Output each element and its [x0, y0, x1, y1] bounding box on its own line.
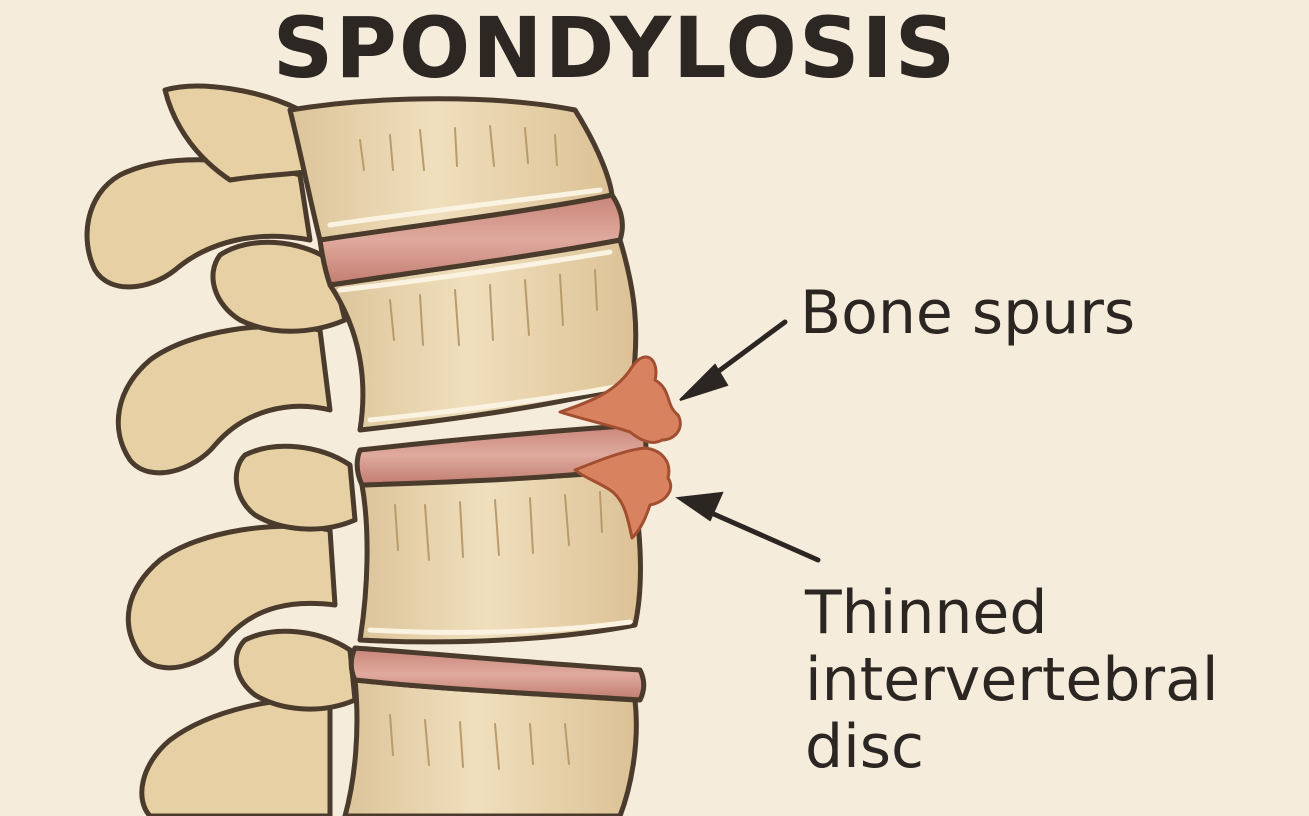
- spinous-process-4: [139, 696, 333, 816]
- arrowhead-bone-spurs: [679, 363, 729, 401]
- spur-upper: [558, 355, 682, 444]
- vertebral-bodies: [287, 96, 643, 816]
- label-thinned-disc: Thinned intervertebral disc: [805, 578, 1219, 783]
- annotation-arrows: [675, 319, 821, 563]
- bone-spurs: [558, 355, 682, 540]
- spinous-process-1: [84, 157, 313, 290]
- posterior-processes: [84, 83, 358, 816]
- articular-process-1: [210, 239, 348, 334]
- page-title: SPONDYLOSIS: [272, 0, 958, 97]
- vertebra-3: [342, 677, 639, 816]
- arrowhead-thinned-disc: [675, 491, 724, 522]
- spur-lower: [573, 446, 673, 540]
- endplate-highlights: [327, 187, 633, 635]
- articular-process-3: [233, 628, 358, 712]
- vertebra-2: [357, 467, 643, 645]
- arrow-thinned-disc: [697, 505, 821, 563]
- disc-1: [317, 192, 625, 288]
- bone-texture: [359, 125, 603, 770]
- label-bone-spurs: Bone spurs: [800, 278, 1136, 348]
- articular-process-top: [162, 83, 323, 183]
- articular-process-2: [233, 443, 358, 532]
- spinous-process-2: [115, 323, 333, 476]
- spinous-process-3: [125, 523, 338, 671]
- disc-3: [348, 645, 647, 703]
